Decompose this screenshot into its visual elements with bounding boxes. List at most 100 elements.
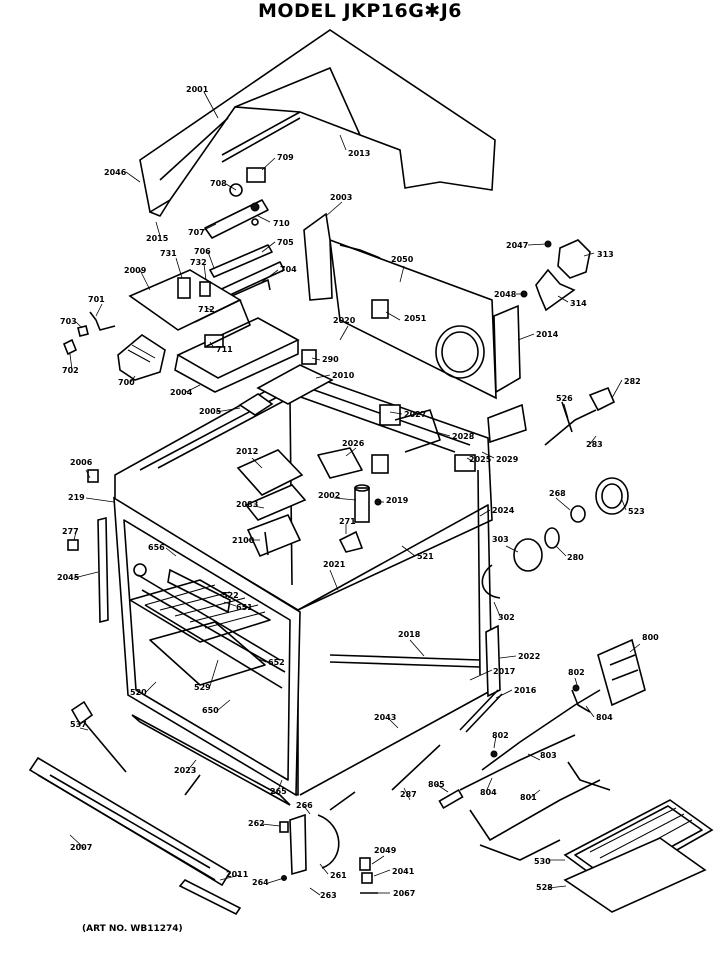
leader-line [219, 874, 241, 881]
leader-line [389, 411, 403, 415]
part-label: 219 [68, 493, 85, 502]
back-cover-2014 [493, 304, 521, 394]
part-label: 731 [160, 249, 177, 258]
leader-line [401, 545, 416, 557]
leader-line [469, 669, 493, 681]
part-label: 2002 [318, 491, 340, 500]
oven-rack-529 [129, 579, 271, 686]
part-label: 650 [202, 706, 219, 715]
part-label: 2025 [469, 455, 492, 464]
leader-line [399, 265, 405, 283]
leader-line [251, 457, 263, 469]
element-2027 [379, 403, 527, 453]
part-label: 2004 [170, 388, 193, 397]
leader-line [329, 569, 339, 591]
part-label: 2013 [348, 149, 370, 158]
part-label: 2047 [506, 241, 528, 250]
left-small-parts [62, 311, 166, 381]
leader-line [261, 823, 281, 827]
leader-line [203, 91, 219, 119]
model-title: MODEL JKP16G✱J6 [258, 0, 462, 22]
leader-line [339, 325, 349, 341]
leader-line [529, 789, 541, 799]
leader-line [209, 341, 215, 349]
part-label: 2046 [104, 168, 127, 177]
part-label: 266 [296, 801, 313, 810]
leader-line [493, 735, 497, 749]
part-label: 287 [400, 790, 417, 799]
leader-line [187, 759, 197, 771]
part-label: 2028 [452, 432, 475, 441]
part-label: 290 [322, 355, 339, 364]
part-label: 283 [586, 440, 603, 449]
part-label: 707 [188, 228, 205, 237]
leader-line [499, 655, 517, 659]
door-hinge-266 [279, 791, 356, 881]
part-label: 303 [492, 535, 509, 544]
part-label: 2100 [232, 536, 255, 545]
part-label: 261 [330, 871, 347, 880]
fan-motor-313 [520, 239, 591, 312]
part-label: 313 [597, 250, 614, 259]
part-label: 705 [277, 238, 294, 247]
part-label: 708 [210, 179, 227, 188]
part-label: 652 [268, 658, 285, 667]
leader-line [85, 497, 115, 503]
part-label: 2041 [392, 867, 415, 876]
leader-line [403, 787, 411, 801]
part-label: 703 [60, 317, 77, 326]
leader-line [517, 333, 535, 341]
leader-line [85, 469, 91, 479]
part-label: 2011 [226, 870, 249, 879]
side-strip-2045 [67, 469, 109, 624]
leader-line [339, 134, 347, 151]
leader-line [95, 303, 103, 317]
leader-line [621, 499, 627, 511]
part-label: 706 [194, 247, 211, 256]
drawer-front-2007 [28, 756, 242, 916]
part-label: 2021 [323, 560, 346, 569]
leader-line [345, 447, 357, 457]
leader-line [574, 677, 579, 689]
leader-line [139, 269, 151, 291]
leader-line [261, 269, 279, 283]
leader-line [257, 215, 271, 223]
leader-line [371, 855, 385, 865]
part-label: 800 [642, 633, 659, 642]
leader-line [479, 509, 491, 517]
part-label: 2049 [374, 846, 397, 855]
leader-line [75, 321, 83, 329]
part-label: 277 [62, 527, 79, 536]
leader-line [589, 435, 597, 445]
part-label: 523 [628, 507, 645, 516]
leader-line [205, 307, 213, 311]
leader-line [215, 407, 241, 413]
leader-line [175, 257, 183, 279]
part-label: 2027 [404, 410, 426, 419]
leader-line [203, 263, 207, 281]
leader-line [185, 384, 201, 393]
part-label: 271 [339, 517, 356, 526]
leader-line [223, 601, 237, 607]
part-label: 521 [417, 552, 434, 561]
part-label: 803 [540, 751, 557, 760]
part-label: 2051 [404, 314, 427, 323]
broil-element-801 [438, 761, 611, 861]
leader-line [203, 223, 217, 231]
part-label: 314 [570, 299, 587, 308]
leader-line [583, 252, 595, 257]
leader-line [209, 589, 221, 596]
small-parts-2049 [359, 857, 378, 894]
part-label: 265 [270, 787, 287, 796]
leader-line [207, 251, 215, 269]
part-label: 732 [190, 258, 207, 267]
broiler-burner-800 [459, 638, 646, 791]
part-label: 526 [556, 394, 573, 403]
part-label: 2022 [518, 652, 540, 661]
part-label: 529 [194, 683, 211, 692]
part-label: 268 [549, 489, 566, 498]
leader-line [73, 531, 77, 541]
part-label: 709 [277, 153, 294, 162]
leader-line [225, 183, 237, 191]
leader-line [303, 805, 311, 815]
